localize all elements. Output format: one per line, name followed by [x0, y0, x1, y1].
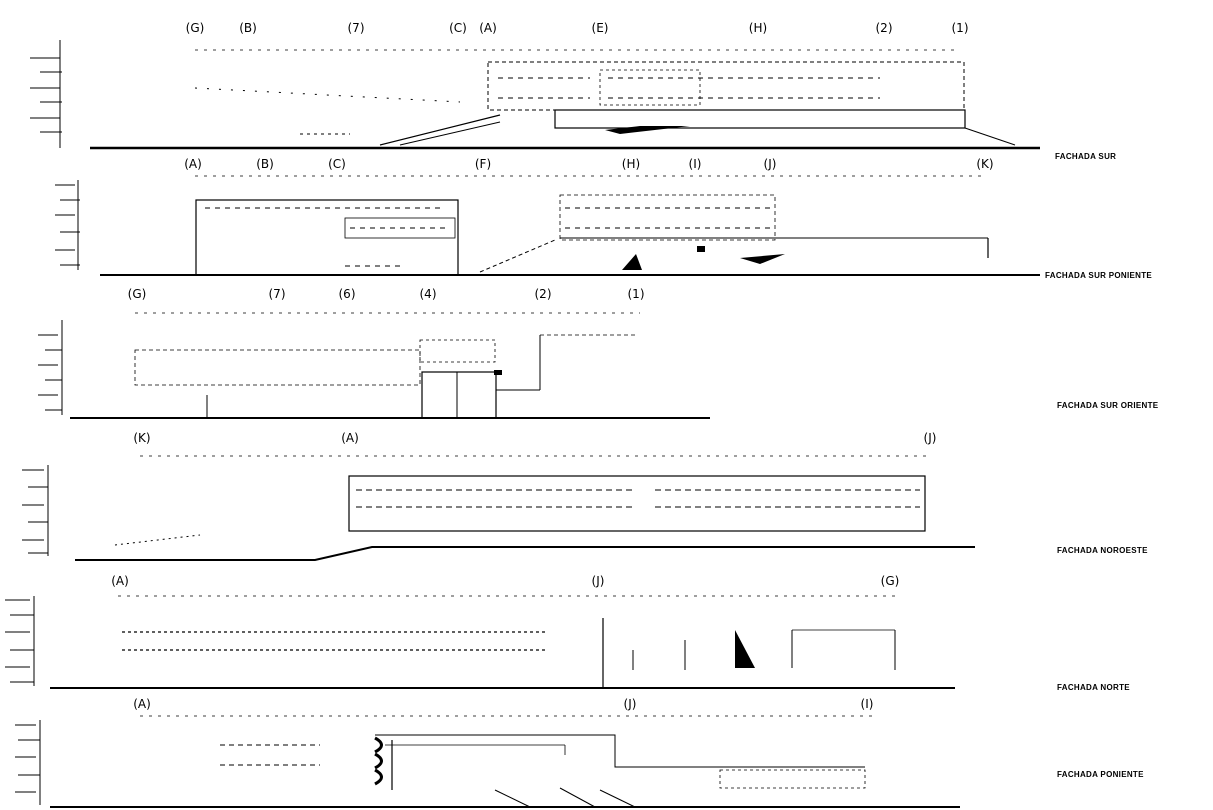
- grid-axis-label: (J): [764, 157, 777, 171]
- grid-axis-label: (K): [133, 431, 150, 445]
- elevation-title: FACHADA NOROESTE: [1057, 546, 1148, 555]
- elevation-title: FACHADA SUR ORIENTE: [1057, 401, 1159, 410]
- grid-axis-label: (G): [186, 21, 205, 35]
- grid-axis-label: (A): [133, 697, 151, 711]
- grid-axis-label: (I): [689, 157, 702, 171]
- grid-axis-label: (I): [861, 697, 874, 711]
- elevation-fachada-noroeste: FACHADA NOROESTE: [22, 455, 1148, 561]
- elevation-fachada-norte: FACHADA NORTE: [5, 595, 1130, 692]
- grid-axis-label: (K): [976, 157, 993, 171]
- grid-axis-label: (7): [269, 287, 286, 301]
- grid-axis-label: (2): [876, 21, 893, 35]
- level-ticks: [30, 40, 62, 148]
- grid-axis-label: (J): [592, 574, 605, 588]
- grid-axis-label: (7): [348, 21, 365, 35]
- elevation-fachada-sur: FACHADA SUR: [30, 40, 1116, 161]
- grid-axis-label: (A): [479, 21, 497, 35]
- elevation-fachada-sur-oriente: FACHADA SUR ORIENTE: [38, 312, 1159, 419]
- grid-axis-label: (C): [449, 21, 467, 35]
- grid-axis-label: (B): [239, 21, 257, 35]
- elevation-title: FACHADA PONIENTE: [1057, 770, 1144, 779]
- elevation-title: FACHADA NORTE: [1057, 683, 1130, 692]
- elevation-fachada-sur-poniente: FACHADA SUR PONIENTE: [55, 175, 1152, 280]
- grid-axis-label: (E): [592, 21, 609, 35]
- grid-axis-label: (B): [256, 157, 274, 171]
- elevation-title: FACHADA SUR: [1055, 152, 1116, 161]
- grid-axis-label: (G): [881, 574, 900, 588]
- grid-axis-label: (H): [749, 21, 767, 35]
- grid-axis-label: (G): [128, 287, 147, 301]
- grid-axis-label: (F): [475, 157, 491, 171]
- grid-axis-label: (6): [339, 287, 356, 301]
- elevation-title: FACHADA SUR PONIENTE: [1045, 271, 1152, 280]
- grid-axis-label: (J): [924, 431, 937, 445]
- grid-axis-label: (C): [328, 157, 346, 171]
- grid-labels: (G) (B) (7) (C) (A) (E) (H) (2) (1) (A) (B) (C) (F) (…: [111, 21, 993, 711]
- grid-axis-label: (H): [622, 157, 640, 171]
- grid-axis-label: (A): [184, 157, 202, 171]
- elevation-fachada-poniente: FACHADA PONIENTE: [15, 715, 1144, 808]
- grid-axis-label: (1): [952, 21, 969, 35]
- grid-axis-label: (2): [535, 287, 552, 301]
- grid-axis-label: (1): [628, 287, 645, 301]
- grid-axis-label: (4): [420, 287, 437, 301]
- grid-axis-label: (A): [111, 574, 129, 588]
- grid-axis-label: (J): [624, 697, 637, 711]
- grid-axis-label: (A): [341, 431, 359, 445]
